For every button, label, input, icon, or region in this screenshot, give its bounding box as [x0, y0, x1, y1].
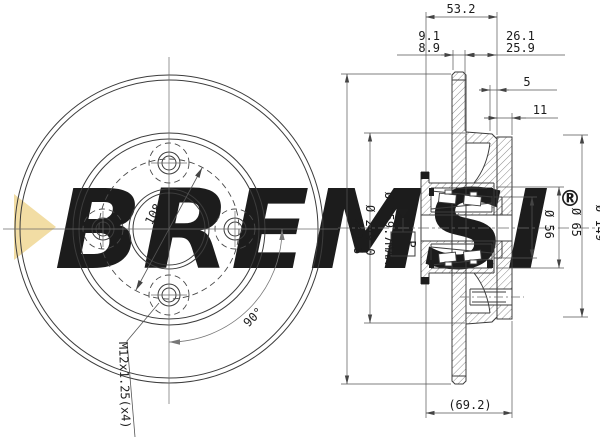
- dimension-lines: [341, 12, 588, 418]
- dim-9-1: 9.1: [418, 29, 440, 43]
- dim-11: 11: [533, 103, 547, 117]
- thread-spec-label: M12x1.25(x4): [116, 342, 133, 429]
- dim-od-max: Ø 249.0: [363, 205, 377, 256]
- datum-flag: P: [390, 209, 418, 257]
- dim-8-9: 8.9: [418, 41, 440, 55]
- bearing-seals: [421, 172, 493, 284]
- side-view: [420, 71, 513, 385]
- dim-69-2: (69.2): [448, 398, 491, 412]
- dim-53-2: 53.2: [447, 2, 476, 16]
- front-view: [3, 57, 338, 438]
- dim-bolt-circle: [135, 167, 203, 291]
- threaded-hole: [469, 288, 512, 306]
- dim-90-label: 90°: [241, 305, 266, 330]
- dim-od-min: 248.6: [351, 218, 365, 254]
- dim-bearing-65: Ø 65: [569, 208, 583, 237]
- bearing-rollers: [438, 189, 482, 267]
- dim-hat-od: Ø 159.7MAX: [382, 192, 396, 265]
- side-view-labels: 53.2 9.1 8.9 26.1 25.9 5 11 Ø 249.0 248.…: [351, 2, 600, 412]
- dim-flange-149: Ø 149: [593, 205, 600, 241]
- dim-5: 5: [523, 75, 530, 89]
- datum-label: P: [404, 240, 418, 247]
- brand-arrow-icon: [14, 194, 56, 260]
- thread-leader: [126, 302, 160, 438]
- dim-25-9: 25.9: [506, 41, 535, 55]
- dim-angle-arc: [168, 228, 285, 345]
- side-centerlines: [338, 227, 596, 298]
- registered-mark: ®: [559, 187, 581, 212]
- dim-26-1: 26.1: [506, 29, 535, 43]
- dim-bore-56: Ø 56: [542, 210, 556, 239]
- watermark: BREMSI ®: [14, 166, 581, 294]
